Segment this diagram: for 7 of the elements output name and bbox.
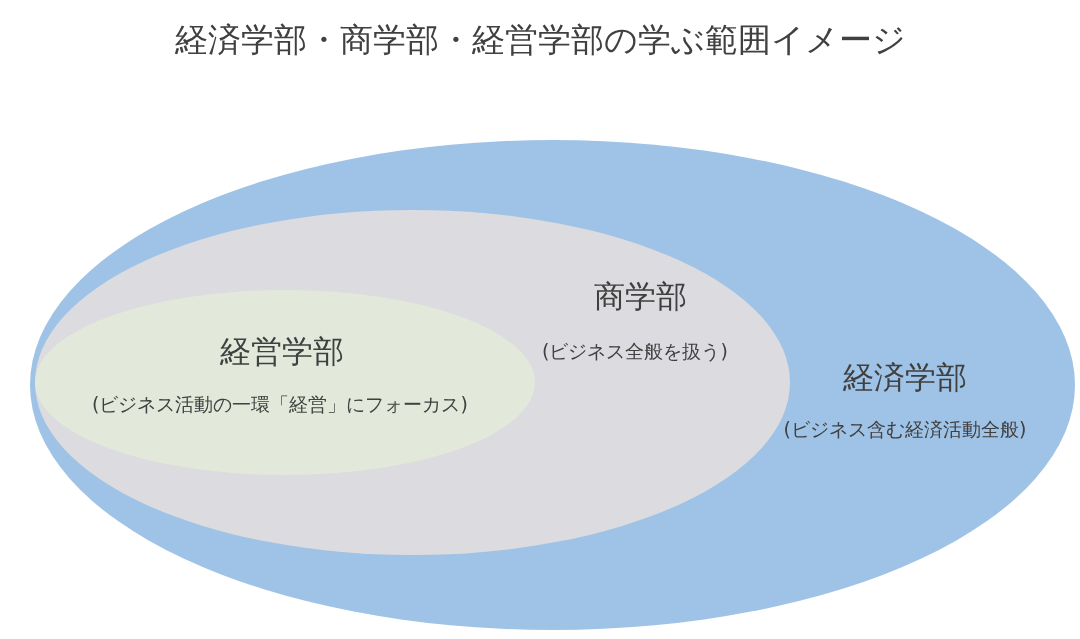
faculty-name: 経営学部 xyxy=(220,332,344,371)
scope-description: (ビジネス全般を扱う) xyxy=(542,339,728,364)
scope-description: (ビジネス活動の一環「経営」にフォーカス) xyxy=(92,392,468,417)
scope-description: (ビジネス含む経済活動全般) xyxy=(783,417,1027,442)
faculty-name: 経済学部 xyxy=(843,358,967,397)
faculty-name: 商学部 xyxy=(593,277,687,316)
title: 経済学部・商学部・経営学部の学ぶ範囲イメージ xyxy=(173,19,907,61)
